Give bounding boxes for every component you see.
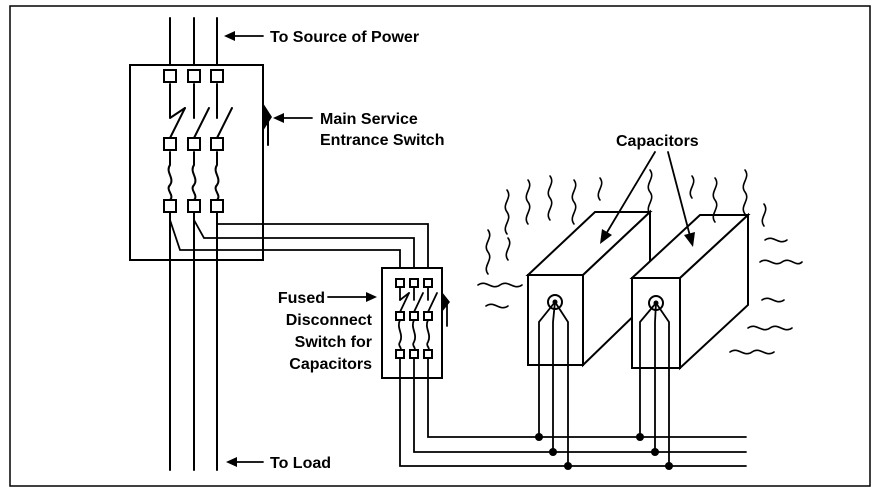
- source-supply-lines: [169, 17, 218, 66]
- capacitor-unit-1: [525, 209, 653, 470]
- capacitor-feeder-conductors: [169, 211, 429, 277]
- fused-disconnect-switch: [381, 267, 450, 379]
- label-fused-line3: Switch for: [295, 334, 372, 351]
- load-lines: [169, 211, 218, 471]
- label-capacitors: Capacitors: [616, 133, 699, 150]
- label-main-switch-line1: Main Service: [320, 111, 418, 128]
- label-arrows: [224, 31, 695, 467]
- capacitor-bus: [399, 357, 747, 467]
- label-fused-line1: Fused: [278, 290, 325, 307]
- capacitor-unit-2: [629, 212, 751, 470]
- diagram-border: [9, 5, 871, 487]
- main-service-entrance-switch: [129, 64, 272, 261]
- label-fused-line4: Capacitors: [289, 356, 372, 373]
- label-main-switch-line2: Entrance Switch: [320, 132, 444, 149]
- label-to-source: To Source of Power: [270, 29, 419, 46]
- label-fused-line2: Disconnect: [286, 312, 373, 329]
- heat-waves: [477, 169, 803, 355]
- label-to-load: To Load: [270, 455, 331, 472]
